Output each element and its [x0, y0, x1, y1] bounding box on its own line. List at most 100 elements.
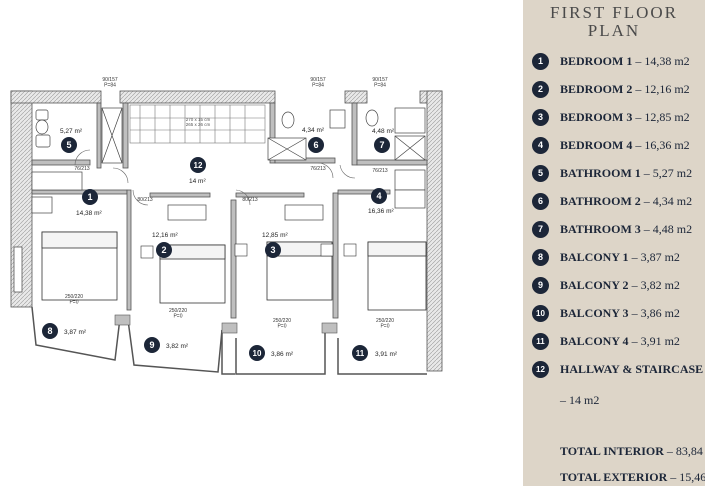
room-badge	[156, 242, 172, 258]
room-area-label: 12,85 m²	[262, 232, 288, 239]
furniture	[31, 169, 426, 221]
nightstands	[140, 243, 357, 259]
legend-badge: 2	[532, 80, 549, 98]
room-area-label: 3,86 m²	[271, 351, 294, 358]
room-area-label: 14 m²	[189, 178, 206, 185]
legend-item: 9 BALCONY 2 – 3,82 m2	[532, 275, 680, 295]
room-badge-number: 9	[149, 340, 154, 350]
legend-item-name: BEDROOM 2	[560, 81, 633, 96]
beds	[41, 231, 427, 311]
room-badge-number: 3	[270, 245, 275, 255]
legend-badge: 1	[532, 52, 549, 70]
legend-item-name: BEDROOM 4	[560, 137, 633, 152]
legend-item-text: BATHROOM 3 – 4,48 m2	[560, 222, 692, 237]
room-area-label: 3,82 m²	[166, 343, 189, 350]
legend-item-text: BEDROOM 1 – 14,38 m2	[560, 54, 690, 69]
legend-item-area: – 3,91 m2	[628, 333, 680, 348]
balcony-sills	[114, 314, 338, 334]
room-badge	[190, 157, 206, 173]
total-interior-value: – 83,84 m2	[666, 444, 705, 458]
legend-badge: 8	[532, 248, 549, 266]
legend-item-name: BALCONY 2	[560, 277, 629, 292]
outer-walls	[10, 90, 443, 372]
bathroom-fixtures	[35, 107, 426, 164]
room-badge-number: 1	[87, 192, 92, 202]
legend-item-name: BATHROOM 2	[560, 193, 641, 208]
legend-badge: 12	[532, 360, 549, 378]
room-badge-number: 12	[194, 161, 203, 170]
legend-item-text: BATHROOM 2 – 4,34 m2	[560, 194, 692, 209]
legend-item-text: BEDROOM 4 – 16,36 m2	[560, 138, 690, 153]
legend-item: 2 BEDROOM 2 – 12,16 m2	[532, 79, 690, 99]
room-badge	[249, 345, 265, 361]
legend-item-area: – 4,48 m2	[640, 221, 693, 236]
door-dimension: 80/213	[137, 197, 153, 203]
legend-item: 7 BATHROOM 3 – 4,48 m2	[532, 219, 692, 239]
legend-item-name: BALCONY 1	[560, 249, 629, 264]
room-badge	[42, 323, 58, 339]
legend-item-text: BATHROOM 1 – 5,27 m2	[560, 166, 692, 181]
legend-item-area: – 3,86 m2	[628, 305, 680, 320]
total-exterior: TOTAL EXTERIOR – 15,46 m2	[560, 470, 705, 485]
legend-item-area: – 5,27 m2	[640, 165, 693, 180]
room-badge	[308, 137, 324, 153]
legend-item-area: – 3,82 m2	[628, 277, 680, 292]
room-badge	[61, 137, 77, 153]
room-badge-number: 4	[376, 191, 381, 201]
room-area-label: 5,27 m²	[60, 128, 83, 135]
legend-badge: 9	[532, 276, 549, 294]
legend-item-area: – 14,38 m2	[632, 53, 690, 68]
door-dimension: 76/213	[310, 166, 326, 172]
legend-item-text: BALCONY 3 – 3,86 m2	[560, 306, 680, 321]
legend-badge: 5	[532, 164, 549, 182]
room-badge-number: 8	[47, 326, 52, 336]
legend-item-area: – 3,87 m2	[628, 249, 680, 264]
stair-dimension: 270 x 15 cm	[186, 117, 211, 122]
door-dimension: 76/213	[372, 168, 388, 174]
legend-badge: 11	[532, 332, 549, 350]
room-area-label: 4,34 m²	[302, 127, 325, 134]
legend-item-area: – 12,85 m2	[632, 109, 690, 124]
legend-item-text: HALLWAY & STAIRCASE	[560, 362, 703, 377]
room-badge	[265, 242, 281, 258]
staircase	[129, 104, 266, 144]
legend-item-text: BEDROOM 3 – 12,85 m2	[560, 110, 690, 125]
room-badge	[371, 188, 387, 204]
legend-badge: 3	[532, 108, 549, 126]
legend-badge: 10	[532, 304, 549, 322]
legend-item-name: BEDROOM 3	[560, 109, 633, 124]
legend-item-name: BALCONY 3	[560, 305, 629, 320]
legend-item: 3 BEDROOM 3 – 12,85 m2	[532, 107, 690, 127]
total-exterior-value: – 15,46 m2	[670, 470, 705, 484]
room-badge-number: 10	[253, 349, 262, 358]
room-badge	[82, 189, 98, 205]
legend-item-text: BEDROOM 2 – 12,16 m2	[560, 82, 690, 97]
legend-badge: 7	[532, 220, 549, 238]
legend-item-continuation: – 14 m2	[560, 393, 600, 407]
room-badge	[144, 337, 160, 353]
floor-plan-drawing: 270 x 15 cm 265 x 26 cm	[10, 77, 443, 375]
interior-walls	[31, 102, 428, 319]
legend-subtitle: PLAN	[587, 21, 641, 40]
legend-item-name: HALLWAY & STAIRCASE	[560, 361, 704, 376]
legend-title: FIRST FLOOR	[550, 3, 678, 22]
legend-item-name: BATHROOM 3	[560, 221, 641, 236]
stair-dimension: 265 x 26 cm	[186, 122, 211, 127]
door-swings	[74, 149, 356, 206]
door-dimension: 76/213	[74, 166, 90, 172]
room-area-label: 3,87 m²	[64, 329, 87, 336]
room-area-label: 12,16 m²	[152, 232, 178, 239]
legend-item: 1 BEDROOM 1 – 14,38 m2	[532, 51, 690, 71]
room-badge-number: 5	[66, 140, 71, 150]
